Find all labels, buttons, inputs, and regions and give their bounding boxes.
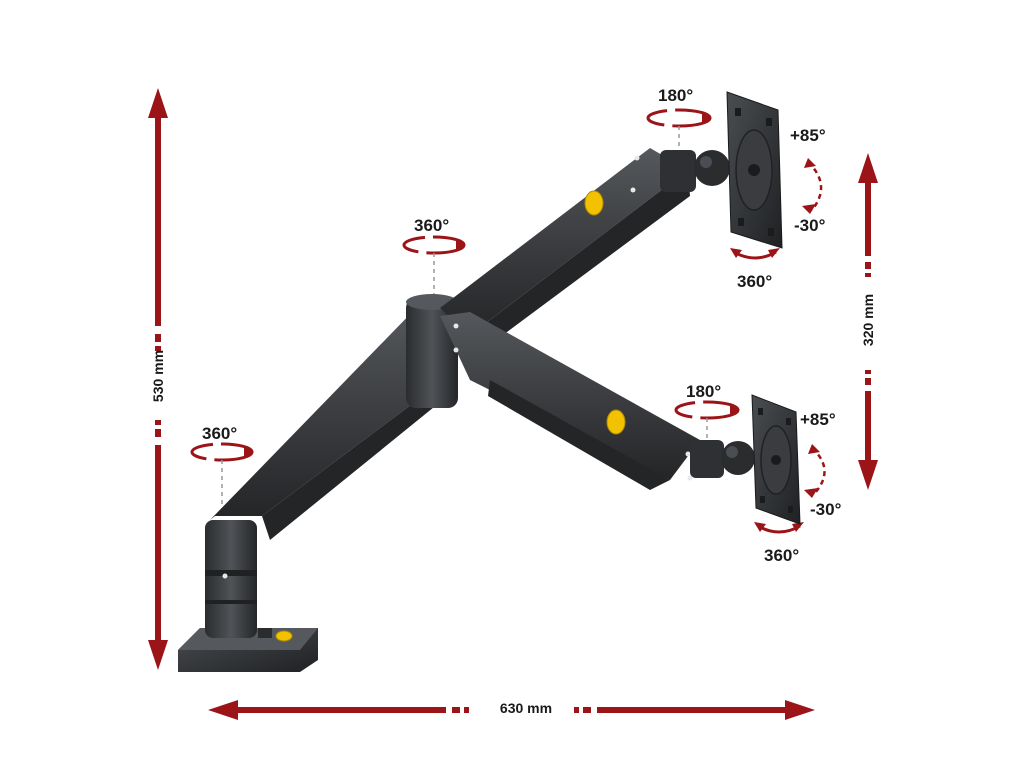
upper-tilt-down-label: -30°	[794, 216, 826, 235]
base-logo-badge	[275, 630, 293, 642]
lower-tilt-up-label: +85°	[800, 410, 836, 429]
elbow-rotation-ring	[402, 235, 466, 300]
upper-swivel-ring	[646, 108, 712, 150]
base-rotation-label: 360°	[202, 424, 238, 443]
upper-vesa-plate	[726, 91, 783, 249]
monitor-span-dimension-arrow	[858, 153, 878, 490]
lower-rotate-arc	[754, 522, 804, 534]
upper-rotate-arc	[730, 248, 780, 260]
height-dimension-arrow	[148, 88, 168, 670]
base-rotation-ring	[190, 442, 254, 515]
lower-swivel-label: 180°	[686, 382, 722, 401]
upper-rotate-label: 360°	[737, 272, 773, 291]
upper-tilt-up-label: +85°	[790, 126, 826, 145]
width-dimension-arrow	[208, 700, 815, 720]
lower-arm-logo-badge	[606, 409, 626, 435]
upper-arm-logo-badge	[584, 190, 604, 216]
monitor-span-dimension-label: 320 mm	[860, 293, 876, 347]
lower-rotate-label: 360°	[764, 546, 800, 565]
width-dimension-label: 630 mm	[499, 700, 553, 716]
upper-tilt-arc	[802, 158, 823, 214]
upper-vesa-joint	[660, 150, 730, 192]
lower-vesa-plate	[751, 394, 801, 525]
elbow-rotation-label: 360°	[414, 216, 450, 235]
lower-tilt-down-label: -30°	[810, 500, 842, 519]
lower-swivel-ring	[674, 400, 740, 440]
lower-vesa-joint	[690, 440, 755, 478]
lower-monitor-arm	[440, 312, 700, 490]
upper-swivel-label: 180°	[658, 86, 694, 105]
support-pole	[205, 520, 257, 638]
lower-tilt-arc	[804, 444, 826, 498]
height-dimension-label: 530 mm	[150, 349, 166, 403]
